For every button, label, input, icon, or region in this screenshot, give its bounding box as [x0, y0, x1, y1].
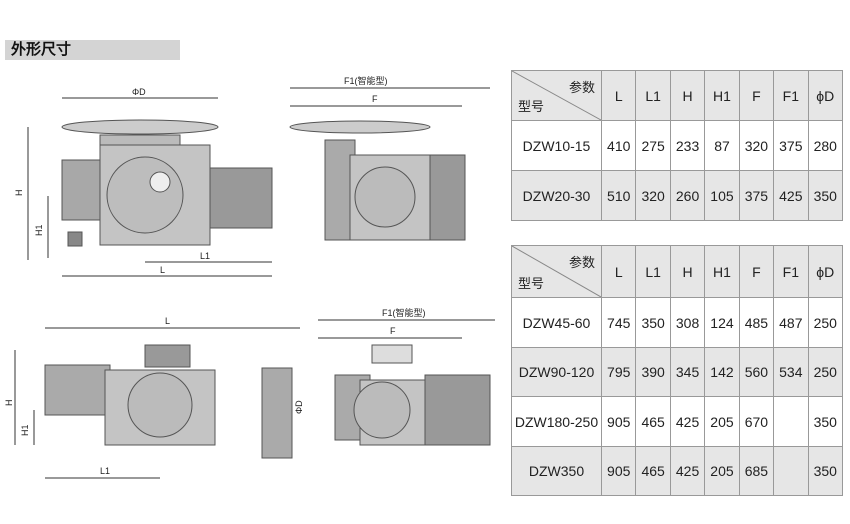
label-f-bottom: F — [390, 326, 396, 336]
model-cell: DZW45-60 — [511, 297, 602, 348]
value-cell: 250 — [807, 347, 844, 397]
value-cell: 390 — [635, 347, 671, 397]
value-cell: 233 — [669, 120, 706, 171]
col-header: ϕD — [807, 245, 844, 298]
col-header: F1 — [773, 70, 809, 121]
value-cell: 350 — [807, 170, 844, 221]
value-cell: 205 — [704, 396, 740, 447]
model-cell: DZW90-120 — [511, 347, 602, 397]
value-cell: 425 — [773, 170, 809, 221]
value-cell — [773, 396, 809, 447]
label-h1-bottom: H1 — [20, 424, 30, 436]
label-f1: F1(智能型) — [344, 75, 388, 86]
model-cell: DZW20-30 — [511, 170, 602, 221]
value-cell: 905 — [600, 396, 637, 447]
col-header: L1 — [635, 70, 671, 121]
value-cell: 320 — [738, 120, 775, 171]
col-header: L — [600, 70, 637, 121]
value-cell: 308 — [669, 297, 706, 348]
label-l-bottom: L — [165, 316, 170, 326]
col-header: F — [738, 70, 775, 121]
drawing-bottom-right: F1(智能型) F — [318, 307, 495, 446]
params-label: 参数 — [568, 80, 595, 95]
col-header: L — [600, 245, 637, 298]
model-label: 型号 — [518, 276, 545, 291]
value-cell: 105 — [704, 170, 740, 221]
value-cell: 375 — [738, 170, 775, 221]
col-header: H — [669, 245, 706, 298]
value-cell: 485 — [738, 297, 775, 348]
value-cell: 465 — [635, 396, 671, 447]
model-cell: DZW10-15 — [511, 120, 602, 171]
model-label: 型号 — [518, 99, 545, 114]
value-cell: 350 — [807, 396, 844, 447]
drawing-top-right: F1(智能型) F — [289, 75, 490, 241]
value-cell: 465 — [635, 446, 671, 496]
col-header: H1 — [704, 245, 740, 298]
col-header: F1 — [773, 245, 809, 298]
label-h: H — [14, 190, 24, 197]
col-header: H — [669, 70, 706, 121]
corner-header: 参数 型号 — [511, 70, 602, 121]
col-header: H1 — [704, 70, 740, 121]
label-h-bottom: H — [4, 400, 14, 407]
drawing-bottom-left: L H H1 L1 ΦD — [4, 316, 304, 479]
label-f: F — [372, 94, 378, 104]
col-header: ϕD — [807, 70, 844, 121]
label-h1: H1 — [34, 224, 44, 236]
value-cell: 534 — [773, 347, 809, 397]
params-label: 参数 — [568, 255, 595, 270]
drawing-top-left: ΦD H H1 L1 L — [14, 87, 273, 277]
label-l1: L1 — [200, 251, 210, 261]
value-cell: 350 — [807, 446, 844, 496]
value-cell: 345 — [669, 347, 706, 397]
value-cell: 142 — [704, 347, 740, 397]
value-cell: 350 — [635, 297, 671, 348]
label-l1-bottom: L1 — [100, 466, 110, 476]
value-cell: 905 — [600, 446, 637, 496]
value-cell: 205 — [704, 446, 740, 496]
value-cell: 487 — [773, 297, 809, 348]
value-cell: 425 — [669, 396, 706, 447]
label-l: L — [160, 265, 165, 275]
model-cell: DZW180-250 — [511, 396, 602, 447]
value-cell: 685 — [738, 446, 775, 496]
corner-header: 参数 型号 — [511, 245, 602, 298]
value-cell: 280 — [807, 120, 844, 171]
value-cell: 670 — [738, 396, 775, 447]
value-cell: 250 — [807, 297, 844, 348]
value-cell: 320 — [635, 170, 671, 221]
value-cell: 375 — [773, 120, 809, 171]
value-cell: 275 — [635, 120, 671, 171]
col-header: F — [738, 245, 775, 298]
value-cell: 560 — [738, 347, 775, 397]
value-cell — [773, 446, 809, 496]
section-title: 外形尺寸 — [5, 40, 180, 60]
value-cell: 795 — [600, 347, 637, 397]
value-cell: 745 — [600, 297, 637, 348]
col-header: L1 — [635, 245, 671, 298]
value-cell: 124 — [704, 297, 740, 348]
label-f1-bottom: F1(智能型) — [382, 307, 426, 318]
label-phi-d: ΦD — [132, 87, 146, 97]
dimension-drawings: ΦD H H1 L1 L F1(智能型) F L H H1 L1 ΦD F1(智… — [4, 75, 495, 479]
value-cell: 410 — [600, 120, 637, 171]
value-cell: 260 — [669, 170, 706, 221]
value-cell: 510 — [600, 170, 637, 221]
label-phi-d-bottom: ΦD — [294, 400, 304, 414]
value-cell: 425 — [669, 446, 706, 496]
model-cell: DZW350 — [511, 446, 602, 496]
value-cell: 87 — [704, 120, 740, 171]
